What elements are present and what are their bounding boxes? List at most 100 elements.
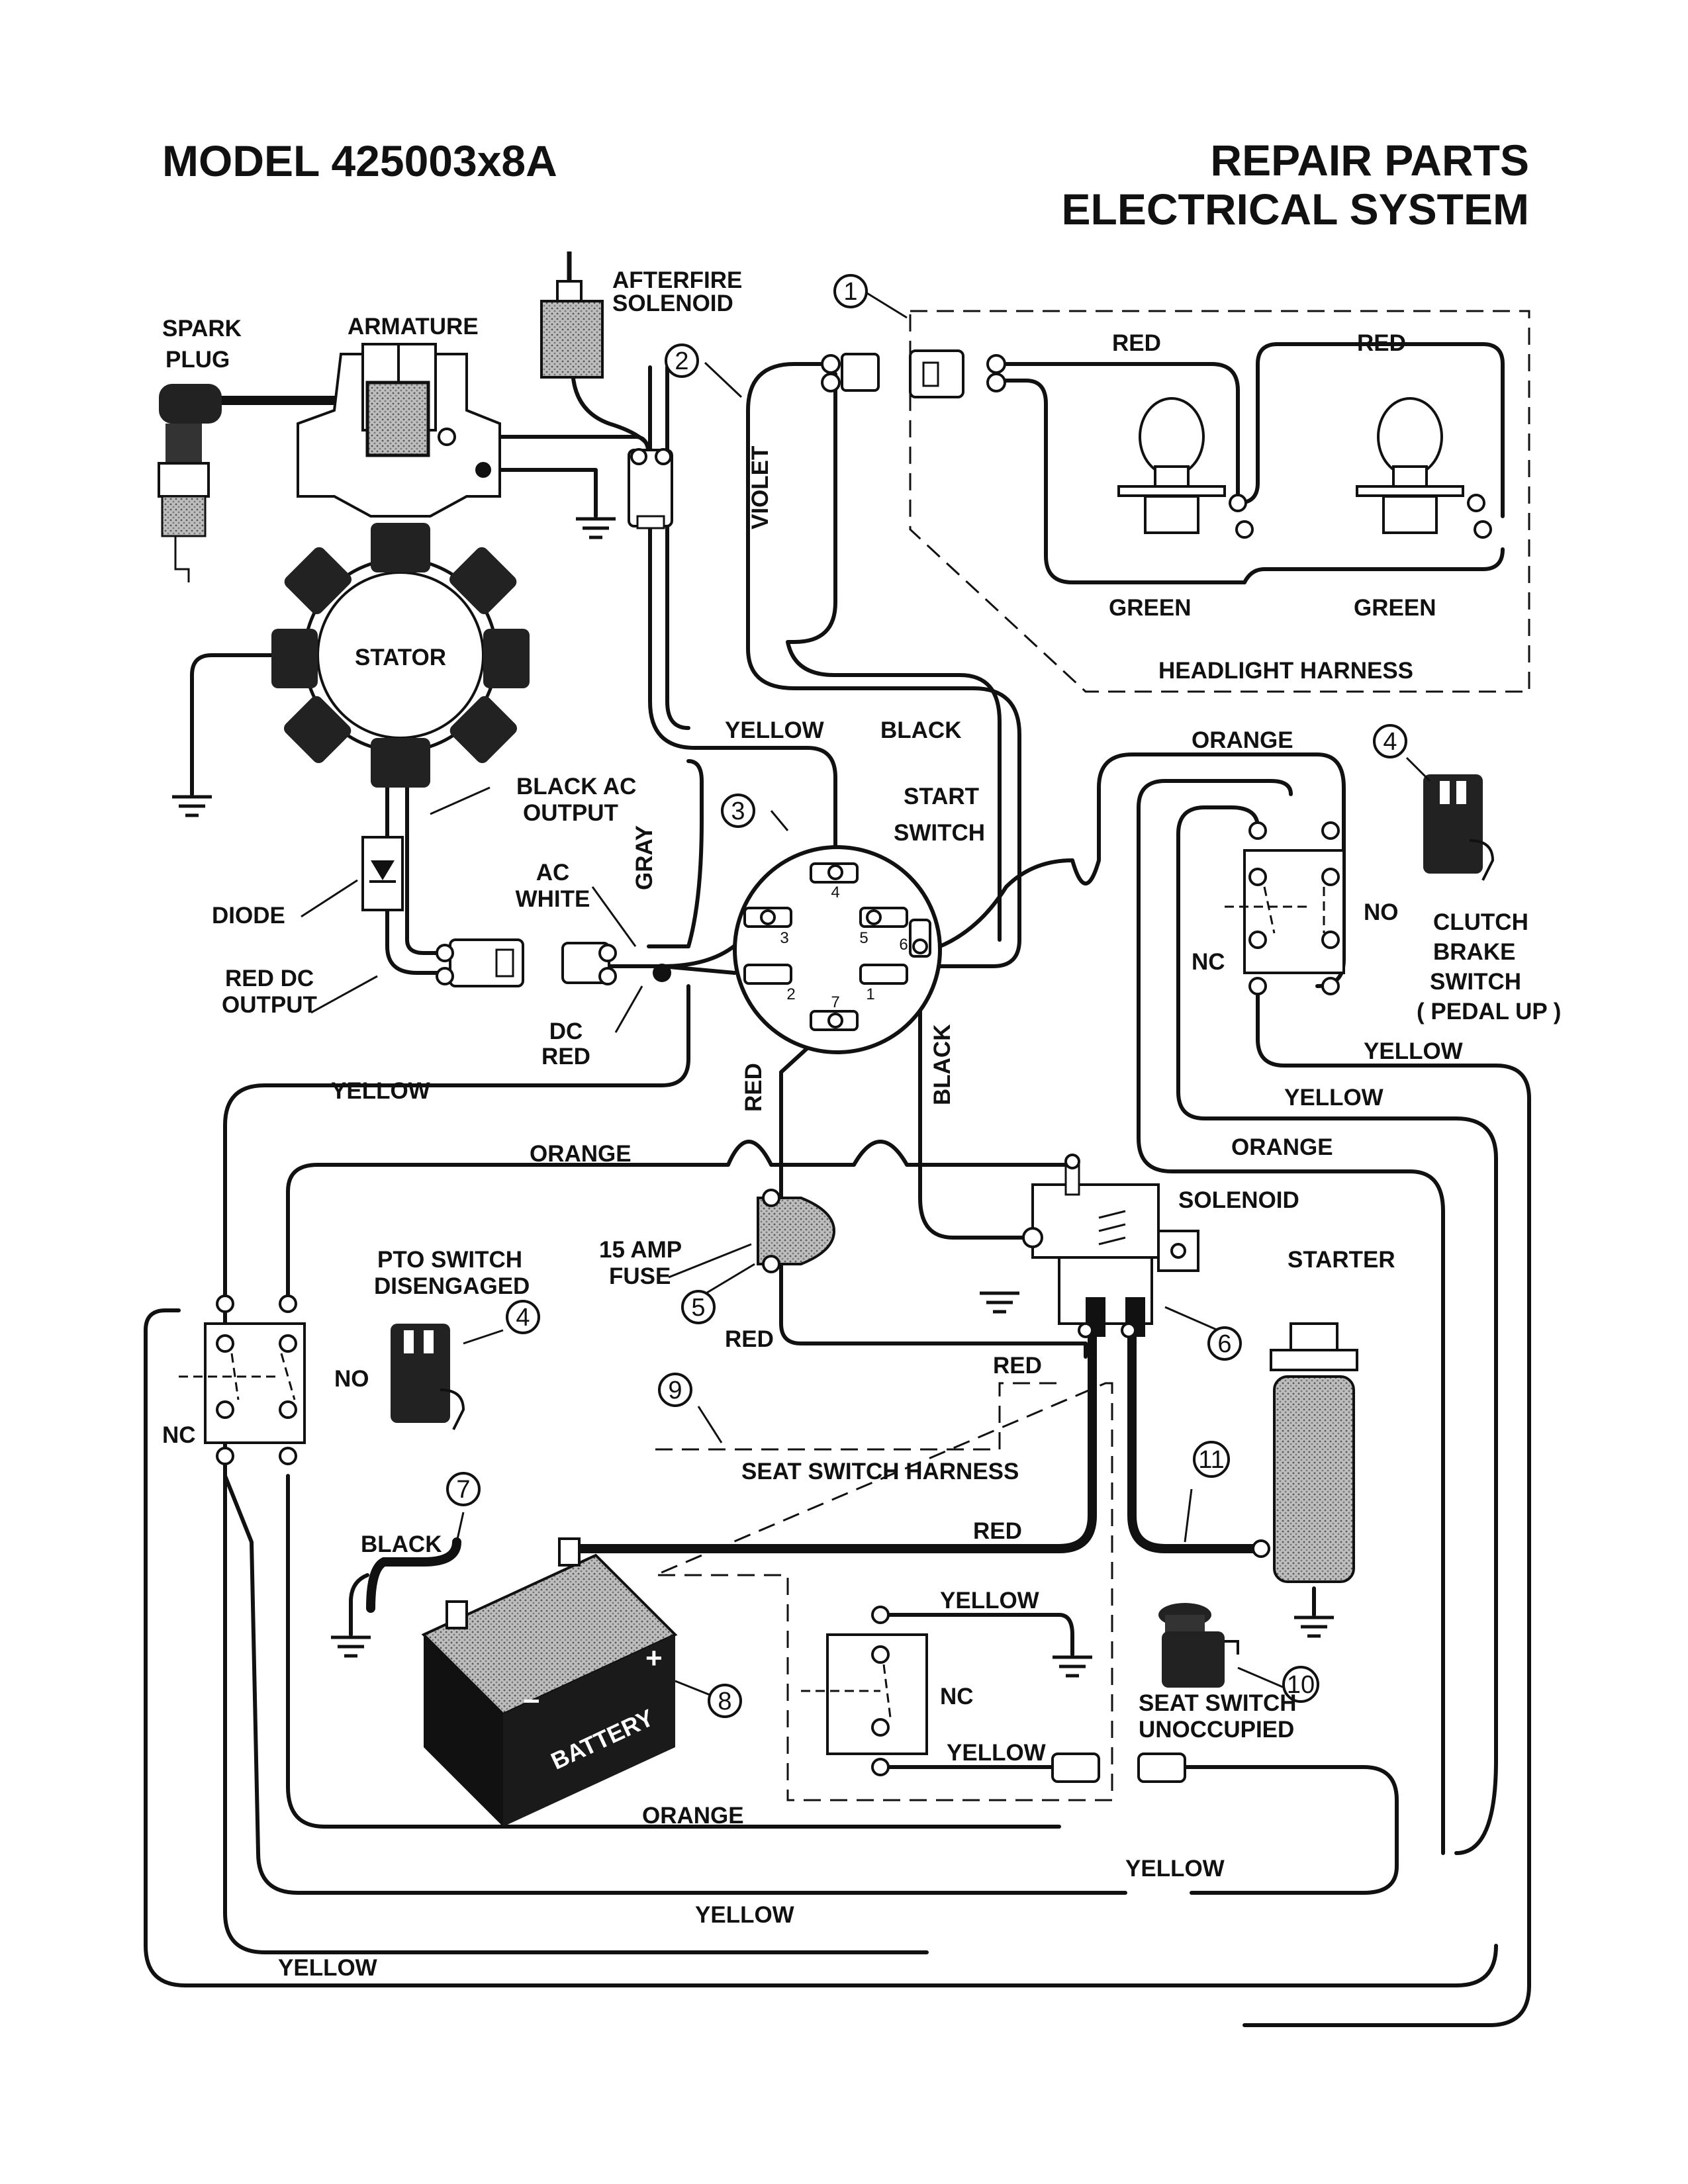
spark-plug — [158, 384, 222, 582]
leader-lines — [301, 290, 1431, 1702]
armature-label: ARMATURE — [348, 314, 479, 340]
afterfire-solenoid — [540, 251, 673, 529]
seat-switch-part — [1158, 1603, 1239, 1688]
fuse-label: FUSE — [609, 1263, 671, 1289]
wire-label-yellow: YELLOW — [1284, 1085, 1383, 1111]
start-switch-label: START — [904, 784, 979, 809]
wire-label-yellow: YELLOW — [1364, 1038, 1463, 1064]
spark-plug-label: PLUG — [165, 347, 230, 373]
callout-number: 2 — [675, 347, 688, 375]
callout-4-pto: 4 — [506, 1300, 540, 1334]
wire-label-yellow: YELLOW — [278, 1955, 377, 1981]
pin-label: 6 — [899, 936, 908, 954]
wire-label-orange: ORANGE — [1231, 1134, 1333, 1160]
solenoid — [1022, 1154, 1199, 1338]
seat-switch-schematic — [801, 1606, 1186, 1783]
black-ac-output-label: OUTPUT — [523, 800, 618, 826]
callout-number: 9 — [668, 1377, 682, 1404]
fuse-label: 15 AMP — [599, 1237, 682, 1263]
clutch-brake-switch-part — [1423, 774, 1495, 881]
callout-1: 1 — [833, 274, 868, 308]
pto-switch-schematic — [179, 1295, 306, 1465]
wire-label-red: RED — [973, 1518, 1022, 1544]
start-switch[interactable] — [733, 845, 942, 1054]
clutch-no-label: NO — [1364, 899, 1399, 925]
pin-label: 1 — [866, 985, 874, 1003]
dc-red-label: DC — [549, 1019, 583, 1044]
seat-switch-harness-boundary — [655, 1382, 1113, 1801]
callout-3: 3 — [721, 794, 755, 828]
seat-switch-label: UNOCCUPIED — [1139, 1717, 1294, 1743]
ground-icon — [980, 1293, 1019, 1312]
page-title: MODEL 425003x8A — [162, 136, 557, 185]
starter-motor — [1252, 1322, 1358, 1583]
clutch-nc-label: NC — [1192, 949, 1225, 975]
pin-label: 3 — [780, 929, 788, 947]
ground-icon — [331, 1637, 371, 1656]
wire-label-gray: GRAY — [632, 825, 657, 890]
callout-2: 2 — [665, 343, 699, 378]
stator — [271, 523, 530, 788]
callout-9: 9 — [658, 1373, 692, 1407]
page-heading: REPAIR PARTS ELECTRICAL SYSTEM — [1061, 136, 1529, 234]
wire-label-violet: VIOLET — [747, 446, 773, 529]
ground-icon — [172, 797, 212, 815]
wire-label-yellow: YELLOW — [695, 1902, 794, 1928]
wire-label-black: BLACK — [361, 1531, 442, 1557]
pto-switch-label: DISENGAGED — [374, 1273, 530, 1299]
wire-label-orange: ORANGE — [642, 1803, 744, 1829]
headlight-connectors — [821, 349, 1006, 398]
diode — [361, 836, 404, 911]
callout-6: 6 — [1207, 1326, 1242, 1361]
start-switch-pin-labels: 4 3 5 6 2 7 1 — [780, 884, 908, 1011]
wire-label-yellow: YELLOW — [725, 717, 824, 743]
wire-color-labels: RED RED GREEN GREEN VIOLET YELLOW BLACK … — [278, 330, 1463, 1981]
wire-label-orange: ORANGE — [530, 1141, 632, 1167]
wire-label-yellow: YELLOW — [331, 1078, 430, 1104]
callout-10: 10 — [1282, 1666, 1319, 1703]
headlight-bulb-left — [1117, 397, 1254, 539]
callout-number: 5 — [691, 1294, 705, 1322]
red-dc-output-label: OUTPUT — [222, 992, 317, 1018]
pin-label: 5 — [859, 929, 868, 947]
callout-number: 8 — [718, 1688, 731, 1715]
seat-switch-harness-label: SEAT SWITCH HARNESS — [741, 1459, 1019, 1484]
spark-plug-label: SPARK — [162, 316, 242, 341]
callout-number: 3 — [731, 797, 745, 825]
callout-11: 11 — [1193, 1441, 1230, 1478]
wire-label-black: BLACK — [880, 717, 961, 743]
ground-icon — [1053, 1657, 1092, 1676]
battery-minus-label: − — [523, 1685, 540, 1717]
stator-label: STATOR — [355, 645, 446, 670]
wires — [144, 342, 1531, 2027]
wire-label-green: GREEN — [1354, 595, 1436, 621]
armature — [297, 343, 501, 518]
pto-switch-part — [391, 1324, 465, 1430]
heading-line-2: ELECTRICAL SYSTEM — [1061, 185, 1529, 234]
callout-number: 4 — [1383, 728, 1397, 756]
dc-red-label: RED — [541, 1044, 590, 1069]
pin-label: 4 — [831, 884, 839, 901]
pto-nc-label: NC — [162, 1422, 196, 1448]
red-dc-output-label: RED DC — [225, 966, 314, 991]
callout-number: 1 — [843, 278, 857, 306]
callout-number: 7 — [456, 1476, 470, 1504]
ac-white-label: AC — [536, 860, 570, 886]
start-switch-label: SWITCH — [894, 820, 985, 846]
callout-number: 11 — [1198, 1446, 1224, 1474]
wire-label-red: RED — [725, 1326, 774, 1352]
battery-plus-label: + — [645, 1642, 663, 1674]
ground-icon — [1294, 1617, 1334, 1636]
wire-label-black: BLACK — [929, 1024, 955, 1105]
pto-no-label: NO — [334, 1366, 369, 1392]
pto-switch-label: PTO SWITCH — [377, 1247, 522, 1273]
wire-label-orange: ORANGE — [1192, 727, 1293, 753]
callout-number: 6 — [1217, 1330, 1231, 1358]
diode-label: DIODE — [212, 903, 285, 929]
callouts: 1 2 3 4 4 5 6 7 8 9 10 11 — [446, 274, 1407, 1718]
stator-output-connector — [436, 938, 671, 987]
wire-label-red: RED — [741, 1063, 767, 1112]
headlight-harness-label: HEADLIGHT HARNESS — [1158, 658, 1413, 684]
wire-label-yellow: YELLOW — [947, 1740, 1046, 1766]
